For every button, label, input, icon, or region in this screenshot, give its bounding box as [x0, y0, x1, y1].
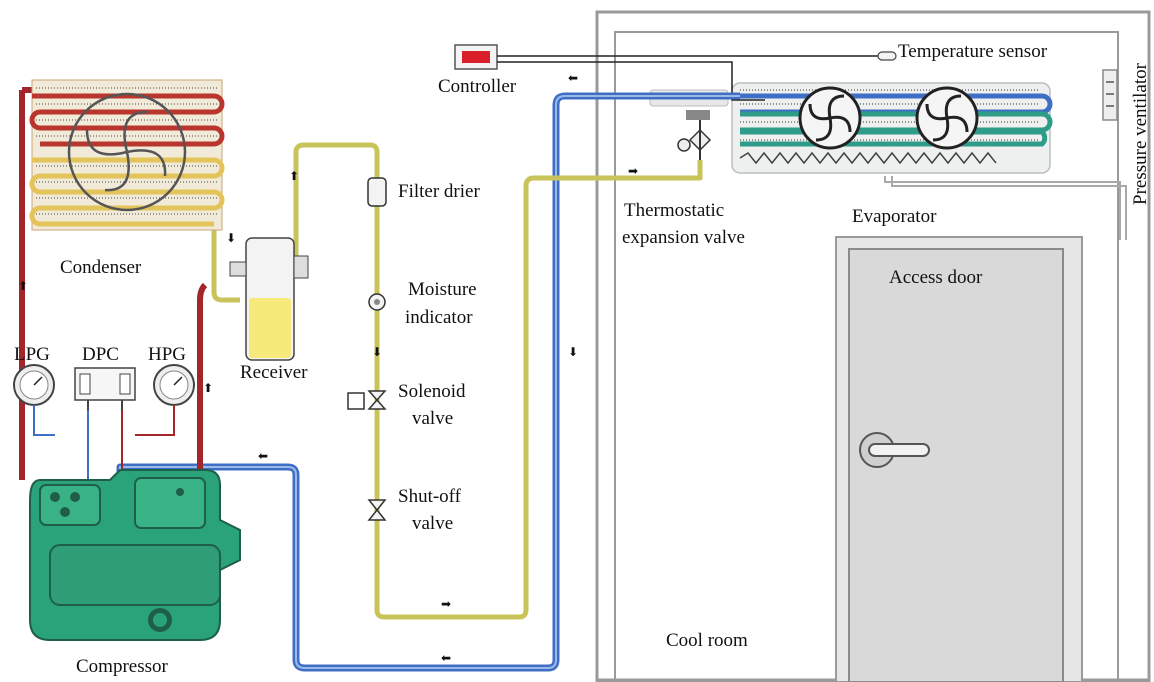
- access-door: [835, 236, 1083, 682]
- label-controller: Controller: [438, 76, 517, 97]
- svg-text:⬇: ⬇: [372, 345, 382, 359]
- svg-text:⬇: ⬇: [568, 345, 578, 359]
- label-shutoff-1: Shut-off: [398, 486, 462, 507]
- label-solenoid-1: Solenoid: [398, 381, 466, 402]
- label-hpg: HPG: [148, 344, 186, 365]
- compressor: [29, 469, 241, 641]
- label-solenoid-2: valve: [412, 408, 453, 429]
- label-thermostatic-2: expansion valve: [622, 227, 745, 248]
- condenser-fan-icon: [67, 92, 187, 212]
- condenser: [29, 79, 225, 231]
- svg-text:⬇: ⬇: [226, 231, 236, 245]
- svg-text:⬅: ⬅: [258, 449, 268, 463]
- door-handle-icon: [859, 432, 930, 468]
- dpc-control: [74, 367, 136, 520]
- label-shutoff-2: valve: [412, 513, 453, 534]
- svg-text:➡: ➡: [441, 597, 451, 611]
- shutoff-valve: [367, 499, 387, 521]
- fan-icon: [915, 86, 979, 150]
- svg-text:⬆: ⬆: [18, 279, 28, 293]
- controller: [454, 44, 498, 70]
- label-thermostatic-1: Thermostatic: [624, 200, 724, 221]
- label-condenser: Condenser: [60, 257, 142, 278]
- receiver: [229, 237, 309, 361]
- fan-icon: [798, 86, 862, 150]
- moisture-indicator: [368, 293, 386, 311]
- label-cool-room: Cool room: [666, 630, 748, 651]
- label-compressor: Compressor: [76, 656, 169, 677]
- label-evaporator: Evaporator: [852, 206, 937, 227]
- lpg-gauge: [13, 364, 55, 436]
- solenoid-valve: [347, 390, 387, 410]
- label-moisture-2: indicator: [405, 307, 473, 328]
- filter-drier: [367, 177, 387, 207]
- svg-text:➡: ➡: [628, 164, 638, 178]
- svg-text:⬅: ⬅: [568, 71, 578, 85]
- label-lpg: LPG: [14, 344, 50, 365]
- label-moisture-1: Moisture: [408, 279, 477, 300]
- svg-text:⬅: ⬅: [441, 651, 451, 665]
- expansion-valve: [677, 110, 712, 160]
- label-pressure-ventilator: Pressure ventilator: [1130, 62, 1151, 205]
- liquid-line: [44, 142, 703, 620]
- svg-text:⬆: ⬆: [289, 169, 299, 183]
- label-receiver: Receiver: [240, 362, 308, 383]
- label-dpc: DPC: [82, 344, 119, 365]
- hpg-gauge: [135, 364, 195, 436]
- pressure-ventilator: [1102, 69, 1118, 121]
- flow-arrows: ⬆ ⬆ ⬇ ⬆ ⬇ ⬇ ⬅ ⬅ ➡ ⬅ ➡: [18, 71, 638, 665]
- label-temperature-sensor: Temperature sensor: [898, 41, 1048, 62]
- svg-text:⬆: ⬆: [203, 381, 213, 395]
- label-access-door: Access door: [889, 267, 983, 288]
- label-filter-drier: Filter drier: [398, 181, 480, 202]
